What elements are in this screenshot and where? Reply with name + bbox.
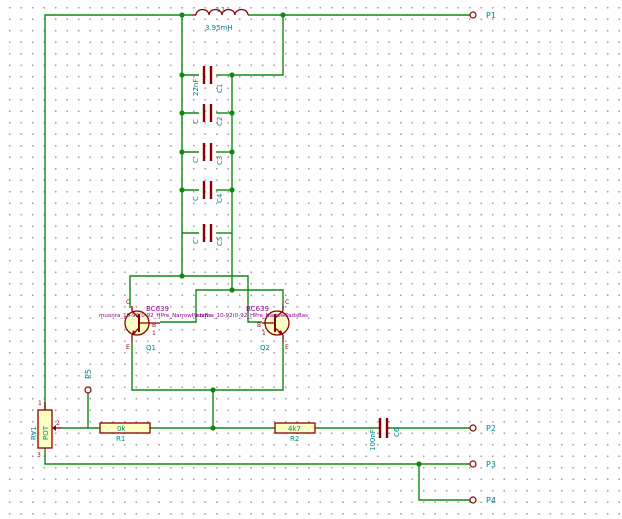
wire-left-rail: [44, 14, 192, 411]
c2-value: C: [192, 119, 200, 124]
resistor-r2[interactable]: 4k7 R2: [274, 422, 316, 443]
capacitor-c3[interactable]: C C3: [192, 143, 224, 165]
wire-to-p4: [418, 464, 470, 501]
capacitor-c4[interactable]: C C4: [192, 181, 224, 203]
rv1-body: [37, 409, 53, 449]
q1-pin-c: C: [126, 299, 130, 306]
p4-label: P4: [486, 496, 496, 505]
wires: [44, 14, 470, 501]
junction: [179, 187, 185, 193]
q1-ref: Q1: [146, 344, 156, 352]
q2-pin-c: C: [285, 299, 289, 306]
p5-connector[interactable]: [84, 386, 92, 394]
rv1-pin-3: 3: [37, 452, 41, 459]
r2-body: [274, 422, 316, 434]
port-p4[interactable]: P4: [469, 496, 496, 505]
q1-pin-b: B: [152, 322, 156, 329]
p2-connector[interactable]: [469, 424, 477, 432]
junction: [179, 12, 185, 18]
c3-ref: C3: [216, 156, 224, 165]
resistor-r1[interactable]: 0k R1: [99, 422, 151, 443]
q2-part: BC639: [246, 305, 269, 313]
c6-value: 100nF: [369, 429, 377, 451]
q2-pin-1: 1: [262, 330, 266, 337]
p3-connector[interactable]: [469, 460, 477, 468]
c5-ref: C5: [216, 237, 224, 246]
junction: [179, 110, 185, 116]
transistor-q1[interactable]: C E B 1 BC639 muonra_10-92(0-92_HPre_Nar…: [99, 299, 211, 352]
port-p2[interactable]: P2: [469, 424, 496, 433]
q1-pin-e: E: [126, 344, 130, 351]
c6-ref: C6: [393, 427, 401, 437]
c3-value: C: [192, 158, 200, 163]
c1-value: 22nF: [192, 79, 200, 96]
r1-ref: R1: [116, 435, 125, 443]
p3-label: P3: [486, 460, 496, 469]
junction: [179, 273, 185, 279]
port-p3[interactable]: P3: [469, 460, 496, 469]
junction: [229, 287, 235, 293]
junction: [210, 425, 216, 431]
q2-emitter-arrow: [278, 330, 283, 335]
q2-ref: Q2: [260, 344, 270, 352]
r2-value: 4k7: [288, 425, 301, 433]
r1-body: [99, 422, 151, 434]
wire-q2-collector: [232, 289, 284, 308]
r1-value: 0k: [117, 425, 126, 433]
c4-ref: C4: [216, 193, 224, 203]
junction: [280, 12, 286, 18]
c5-value: C: [192, 239, 200, 244]
l1-ref: L1: [217, 6, 225, 14]
q2-pin-b: B: [257, 322, 261, 329]
wire-q2-base-feed: [182, 275, 262, 323]
wire-emitters: [131, 342, 284, 391]
l1-value: 3.95mH: [205, 24, 233, 32]
inductor-l1[interactable]: L1 3.95mH: [192, 6, 249, 32]
c1-ref: C1: [216, 84, 224, 93]
capacitor-c6[interactable]: 100nF C6: [369, 418, 401, 451]
wire-q1-base-feed: [160, 289, 232, 323]
junction: [210, 387, 216, 393]
junctions: [179, 12, 422, 467]
port-p1[interactable]: P1: [469, 11, 496, 20]
p2-label: P2: [486, 424, 496, 433]
junction: [416, 461, 422, 467]
c4-value: C: [192, 196, 200, 201]
junction: [229, 110, 235, 116]
port-p5[interactable]: P5: [84, 369, 93, 394]
rv1-pin-2: 2: [56, 420, 60, 427]
transistor-q2[interactable]: C E B 1 BC639 nomra_10-92(0-92_HPre_Narr…: [196, 299, 308, 352]
q2-footprint: nomra_10-92(0-92_HPre_NarrowPadsBas: [196, 313, 308, 319]
q1-part: BC639: [146, 305, 169, 313]
wire-q1-collector: [129, 275, 182, 308]
c2-ref: C2: [216, 117, 224, 126]
q1-emitter-arrow: [132, 330, 136, 335]
p4-connector[interactable]: [469, 496, 477, 504]
junction: [179, 149, 185, 155]
rv1-wiper-arrow: [52, 425, 56, 431]
p5-label: P5: [84, 369, 93, 379]
q1-pin-1: 1: [152, 330, 156, 337]
r2-ref: R2: [290, 435, 299, 443]
capacitor-c2[interactable]: C C2: [192, 104, 224, 126]
junction: [229, 187, 235, 193]
rv1-ref: RV1: [30, 426, 38, 440]
wire-to-p3: [44, 448, 470, 465]
potentiometer-rv1[interactable]: 1 2 3 POT RV1: [30, 400, 62, 459]
junction: [179, 72, 185, 78]
junction: [229, 72, 235, 78]
capacitor-c1[interactable]: 22nF C1: [192, 66, 224, 96]
junction: [229, 149, 235, 155]
rv1-value: POT: [42, 425, 50, 440]
wire-l1-right: [232, 15, 284, 76]
q2-pin-e: E: [285, 344, 289, 351]
rv1-pin-1: 1: [38, 400, 42, 407]
capacitor-c5[interactable]: C C5: [192, 224, 224, 246]
p1-label: P1: [486, 11, 496, 20]
q1-footprint: muonra_10-92(0-92_HPre_NarrowPadsBs: [99, 313, 211, 319]
p1-connector[interactable]: [469, 11, 477, 19]
